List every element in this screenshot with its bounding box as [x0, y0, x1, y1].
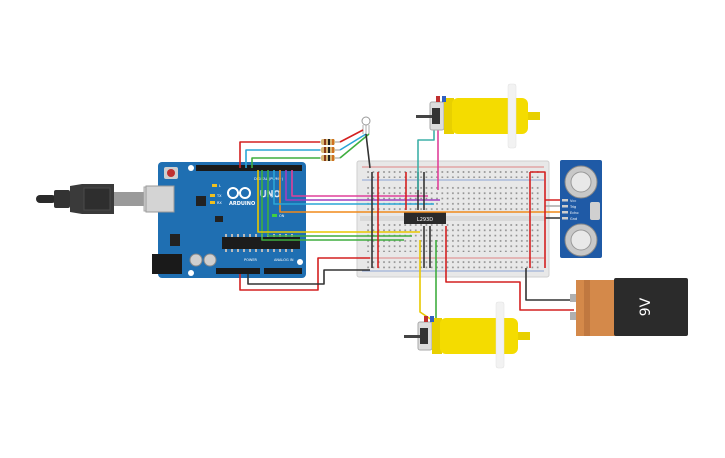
- rx-led: [210, 201, 215, 204]
- mount-hole: [188, 270, 194, 276]
- wire-pink-d[interactable]: [291, 170, 428, 197]
- wire-battery-red[interactable]: [445, 268, 574, 311]
- wire-resistor-to-led-1[interactable]: [339, 129, 364, 143]
- wire-red-5v[interactable]: [239, 257, 370, 291]
- atmega-chip: [222, 237, 300, 249]
- breadboard[interactable]: [356, 160, 550, 278]
- analog-header[interactable]: [264, 268, 302, 274]
- wire-red-top[interactable]: [239, 141, 320, 168]
- wire-yellow-d[interactable]: [257, 170, 420, 233]
- l-led: [212, 184, 217, 187]
- voltage-regulator: [170, 234, 180, 246]
- capacitor-1: [189, 253, 203, 267]
- power-jack: [152, 254, 182, 274]
- dc-motor-bottom[interactable]: [404, 301, 530, 369]
- digital-header-label: DIGITAL (PWM~): [254, 177, 284, 181]
- breadboard-holes-bottom[interactable]: [366, 224, 542, 252]
- arduino-uno-board[interactable]: TX RX L ON ARDUINO UNO DIGITAL (PWM~) PO…: [145, 162, 306, 278]
- driver-ic-label: L293D: [417, 217, 433, 223]
- breadboard-holes-top[interactable]: [366, 185, 542, 213]
- wire-blue-top[interactable]: [245, 149, 320, 168]
- battery-9v[interactable]: 9V: [570, 278, 688, 336]
- wire-purple-d[interactable]: [285, 170, 440, 201]
- power-header[interactable]: [216, 268, 260, 274]
- wire-orange-d[interactable]: [279, 170, 545, 213]
- ultrasonic-sensor[interactable]: Vcc Trig Echo Gnd: [560, 160, 602, 258]
- l293d-driver-ic[interactable]: L293D: [404, 212, 446, 224]
- breadboard-rail-top[interactable]: [366, 170, 542, 178]
- wire-resistor-to-led-3[interactable]: [339, 133, 370, 159]
- wire-green-d2[interactable]: [267, 170, 412, 237]
- mount-hole: [297, 259, 303, 265]
- on-led-label: ON: [279, 214, 285, 218]
- reset-button-cap[interactable]: [167, 169, 175, 177]
- arduino-logo-icon: [227, 187, 251, 199]
- wire-sensor-rail[interactable]: [530, 171, 546, 268]
- sensor-pin-gnd: Gnd: [570, 217, 577, 221]
- usb-chip: [196, 196, 206, 206]
- breadboard-rail-bottom[interactable]: [366, 261, 542, 269]
- analog-label: ANALOG IN: [274, 258, 294, 262]
- battery-label: 9V: [638, 297, 654, 316]
- rgb-led[interactable]: [361, 116, 371, 134]
- wire-led-to-breadboard[interactable]: [365, 133, 371, 169]
- crystal: [215, 216, 223, 222]
- wire-black-gnd[interactable]: [247, 269, 370, 285]
- mount-hole: [188, 165, 194, 171]
- sensor-pin-echo: Echo: [570, 211, 579, 215]
- dc-motor-top[interactable]: [416, 83, 540, 149]
- sensor-pin-trig: Trig: [569, 205, 576, 209]
- arduino-brand: ARDUINO: [229, 201, 255, 207]
- l-led-label: L: [219, 184, 221, 188]
- sensor-crystal: [590, 202, 600, 220]
- digital-header[interactable]: [196, 165, 302, 171]
- wire-resistor-to-led-2[interactable]: [339, 133, 367, 151]
- wire-green-d1[interactable]: [261, 170, 404, 241]
- rx-label: RX: [217, 201, 222, 205]
- tx-label: TX: [216, 194, 222, 198]
- wire-blue-d[interactable]: [273, 170, 434, 205]
- capacitor-2: [203, 253, 217, 267]
- sensor-pin-vcc: Vcc: [570, 199, 576, 203]
- resistor-2[interactable]: [316, 147, 340, 153]
- tx-led: [210, 194, 215, 197]
- on-led: [272, 214, 277, 217]
- wire-battery-black[interactable]: [525, 268, 574, 301]
- power-label: POWER: [244, 258, 258, 262]
- wire-green-top[interactable]: [251, 157, 320, 168]
- usb-port: [145, 185, 175, 213]
- arduino-model: UNO: [260, 190, 280, 200]
